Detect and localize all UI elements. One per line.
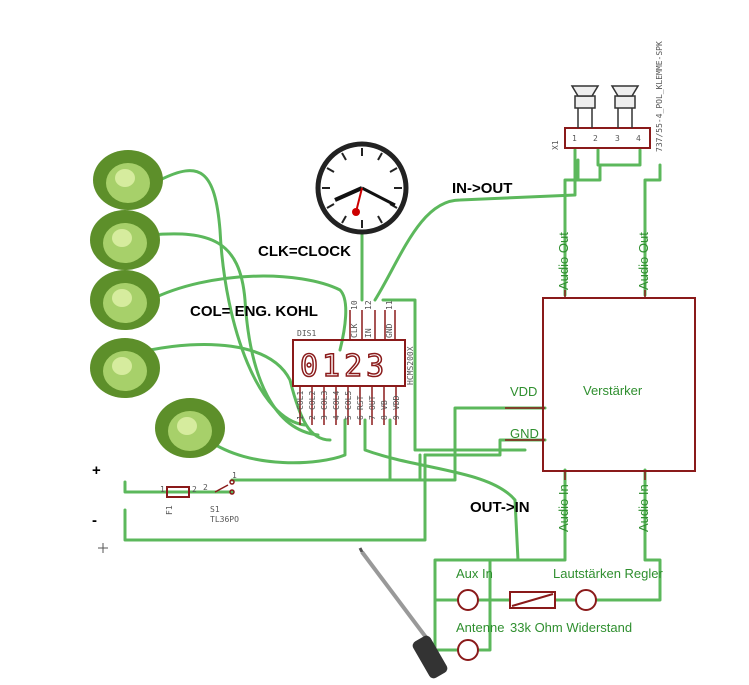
antenna-icon <box>358 547 448 679</box>
resistor-label: 33k Ohm Widerstand <box>510 620 632 635</box>
fuse-name: F1 <box>165 505 174 515</box>
svg-text:COL2: COL2 <box>308 391 317 410</box>
cabbage-5 <box>155 398 225 458</box>
speaker-connector-x1: 1 2 3 4 X1 737/55-4_POL_KLEMME-SPK <box>551 41 664 152</box>
svg-text:5: 5 <box>344 415 353 420</box>
audio-out-2-label: Audio Out <box>636 232 651 290</box>
fuse-f1 <box>166 486 190 498</box>
out-in-label: OUT->IN <box>470 499 530 516</box>
amplifier: Verstärker VDD GND Audio Out Audio Out A… <box>505 232 696 532</box>
svg-text:9: 9 <box>392 415 401 420</box>
cabbage-3 <box>90 270 160 330</box>
volume-knob <box>575 589 597 611</box>
display-dis1: DIS1 0123 HCMS200X 10 12 11 CLK IN GND 1 <box>292 300 415 425</box>
svg-text:VDD: VDD <box>392 395 401 410</box>
cabbage-4 <box>90 338 160 398</box>
svg-text:COL1: COL1 <box>296 391 305 410</box>
vdd-label: VDD <box>510 384 537 399</box>
svg-text:OUT: OUT <box>368 395 377 410</box>
svg-text:4: 4 <box>636 134 641 143</box>
svg-text:2: 2 <box>203 483 208 492</box>
audio-input-section: Aux In Lautstärken Regler Antenne 33k Oh… <box>358 547 664 679</box>
svg-text:8: 8 <box>380 415 389 420</box>
power-section: + - 1 2 F1 2 1 S1 TL36PO <box>92 462 239 553</box>
display-part: HCMS200X <box>406 346 415 385</box>
cabbage-2 <box>90 210 160 270</box>
switch-part: TL36PO <box>210 515 239 524</box>
audio-in-1-label: Audio In <box>556 484 571 532</box>
svg-text:1: 1 <box>296 415 305 420</box>
amplifier-title: Verstärker <box>583 383 643 398</box>
svg-text:1: 1 <box>160 485 165 494</box>
cabbage-1 <box>93 150 163 210</box>
audio-out-1-label: Audio Out <box>556 232 571 290</box>
wires <box>123 148 662 652</box>
aux-in-label: Aux In <box>456 566 493 581</box>
svg-text:3: 3 <box>615 134 620 143</box>
svg-text:RST: RST <box>356 395 365 410</box>
svg-text:3: 3 <box>320 415 329 420</box>
svg-text:1: 1 <box>232 471 237 480</box>
speaker-icon <box>570 85 640 128</box>
antenna-label: Antenne <box>456 620 504 635</box>
display-digits: 0123 <box>300 349 388 384</box>
svg-text:6: 6 <box>356 415 365 420</box>
svg-text:COL3: COL3 <box>320 391 329 410</box>
svg-text:COL4: COL4 <box>332 391 341 410</box>
svg-text:VB: VB <box>380 400 389 410</box>
svg-text:2: 2 <box>593 134 598 143</box>
svg-text:11: 11 <box>385 300 394 310</box>
gnd-label: GND <box>510 426 539 441</box>
svg-text:COL5: COL5 <box>344 391 353 410</box>
svg-text:10: 10 <box>350 300 359 310</box>
audio-in-2-label: Audio In <box>636 484 651 532</box>
svg-text:12: 12 <box>364 300 373 310</box>
minus-label: - <box>92 512 97 529</box>
switch-name: S1 <box>210 505 220 514</box>
connector-part: 737/55-4_POL_KLEMME-SPK <box>655 41 664 152</box>
svg-text:4: 4 <box>332 415 341 420</box>
clk-label: CLK=CLOCK <box>258 243 351 260</box>
svg-text:1: 1 <box>572 134 577 143</box>
svg-text:2: 2 <box>192 485 197 494</box>
connector-name: X1 <box>551 140 560 150</box>
svg-text:IN: IN <box>364 328 373 338</box>
plus-label: + <box>92 462 101 479</box>
antenna-jack <box>457 639 479 661</box>
volume-label: Lautstärken Regler <box>553 566 664 581</box>
clock-icon <box>315 141 409 235</box>
svg-text:CLK: CLK <box>350 323 359 338</box>
display-name: DIS1 <box>297 329 316 338</box>
svg-text:2: 2 <box>308 415 317 420</box>
col-label: COL= ENG. KOHL <box>190 303 318 320</box>
svg-text:GND: GND <box>385 323 394 338</box>
svg-text:7: 7 <box>368 415 377 420</box>
in-out-label: IN->OUT <box>452 180 512 197</box>
switch-s1 <box>214 479 235 495</box>
cabbages <box>90 150 225 458</box>
aux-in-jack <box>457 589 479 611</box>
